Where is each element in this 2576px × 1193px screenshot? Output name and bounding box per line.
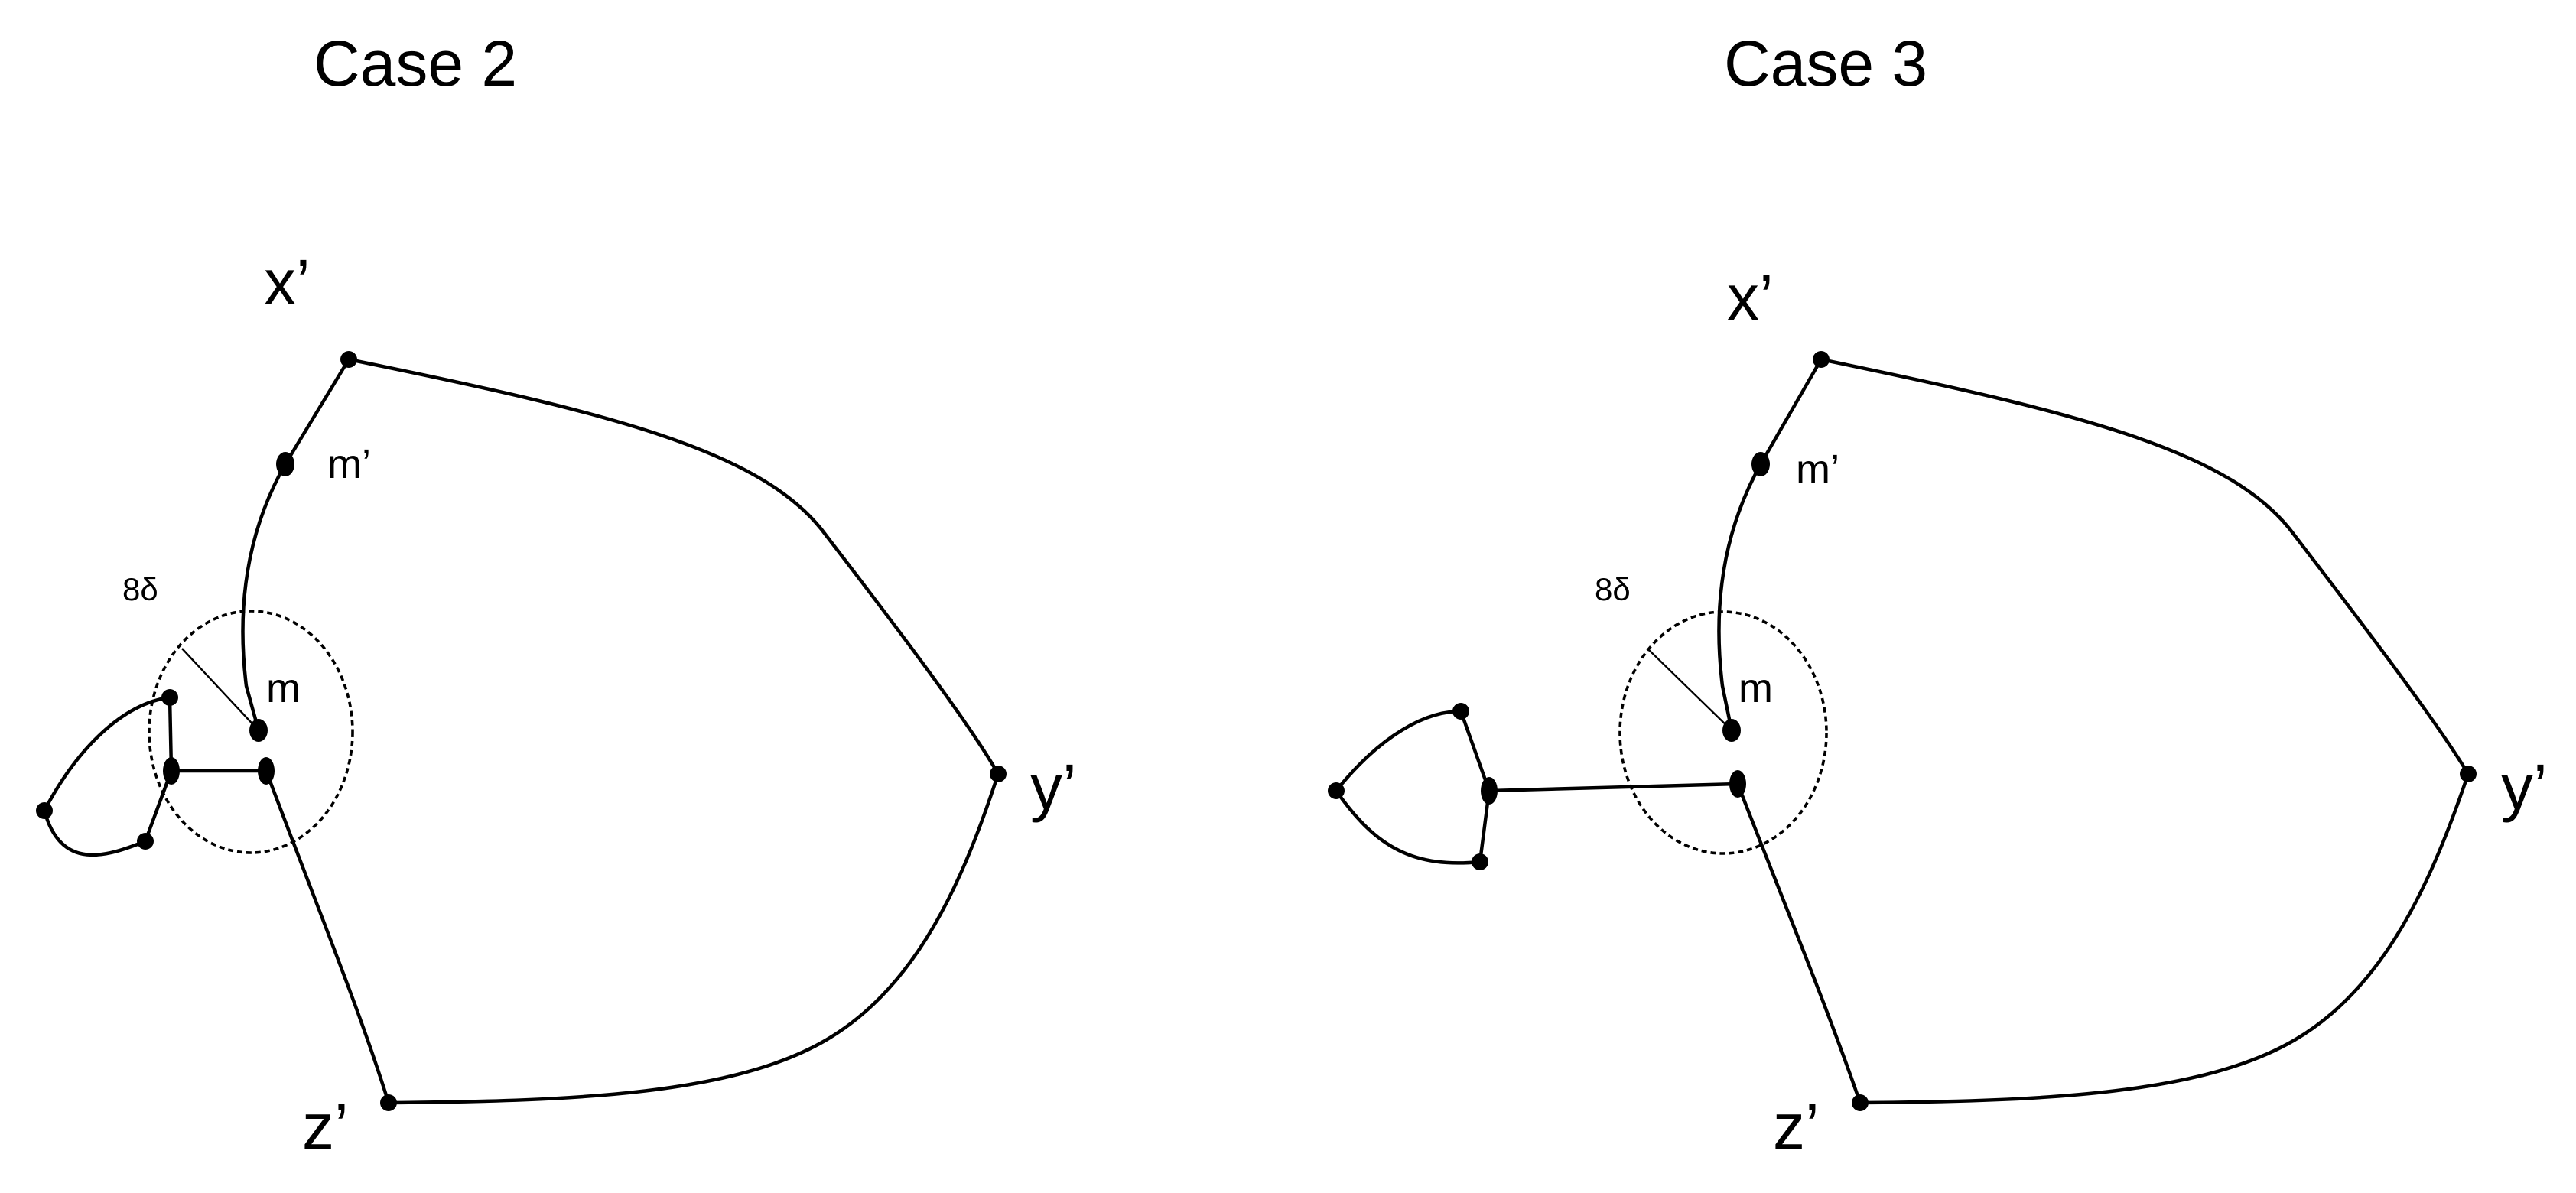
vertex-y [990, 766, 1007, 782]
radius-circle [148, 610, 354, 854]
label-y: y’ [2501, 751, 2548, 823]
bridge-edge [1488, 782, 1738, 793]
label-m-prime: m’ [1796, 447, 1839, 492]
label-z: z’ [1773, 1091, 1820, 1162]
vertex-loop-top [1452, 703, 1469, 720]
edge-m-to-z [1735, 783, 1862, 1104]
vertex-loop-bottom [137, 833, 154, 850]
edge-x-to-m [1717, 358, 1823, 731]
panel-case-2: Case 2 x’ m’ 8δ m y’ z’ [36, 28, 1077, 1162]
vertex-loop-attach [163, 757, 180, 785]
vertex-loop-top [161, 689, 178, 706]
label-m: m [266, 665, 301, 711]
radius-line [181, 648, 259, 731]
edge-y-to-z [388, 773, 1000, 1105]
radius-line [1647, 648, 1732, 731]
vertex-loop-bottom [1472, 853, 1488, 870]
label-x: x’ [1727, 262, 1774, 333]
side-loop-lower [1335, 789, 1481, 865]
label-radius: 8δ [1595, 571, 1631, 607]
panel-title: Case 2 [314, 28, 517, 99]
side-loop-upper [1335, 709, 1462, 792]
side-loop-lower [42, 810, 146, 857]
edge-x-to-m [241, 358, 350, 731]
vertex-m [1722, 719, 1741, 742]
vertex-m-prime [276, 452, 294, 476]
vertex-x [1813, 351, 1830, 368]
panel-case-3: Case 3 x’ m’ 8δ m y’ z’ [1328, 28, 2548, 1162]
label-y: y’ [1030, 751, 1077, 823]
vertex-z [380, 1094, 397, 1111]
vertex-loop-left [36, 802, 53, 819]
vertex-m-prime [1751, 452, 1770, 476]
vertex-loop-left [1328, 782, 1345, 799]
label-m-prime: m’ [327, 441, 371, 487]
vertex-z [1852, 1094, 1869, 1111]
vertex-x [340, 351, 357, 368]
radius-circle [1618, 610, 1828, 855]
label-radius: 8δ [122, 571, 158, 607]
vertex-branch [1729, 770, 1746, 798]
edge-y-to-z [1859, 773, 2470, 1105]
label-m: m [1738, 665, 1773, 711]
vertex-branch [258, 757, 275, 785]
vertex-m [249, 719, 268, 742]
label-x: x’ [264, 246, 311, 318]
edge-x-to-y [1820, 357, 2470, 775]
side-loop-upper [43, 695, 171, 812]
panel-title: Case 3 [1724, 28, 1927, 99]
label-z: z’ [302, 1091, 349, 1162]
vertex-y [2460, 766, 2477, 782]
edge-m-to-z [264, 770, 391, 1104]
vertex-loop-attach [1481, 777, 1498, 805]
edge-x-to-y [348, 357, 1000, 775]
